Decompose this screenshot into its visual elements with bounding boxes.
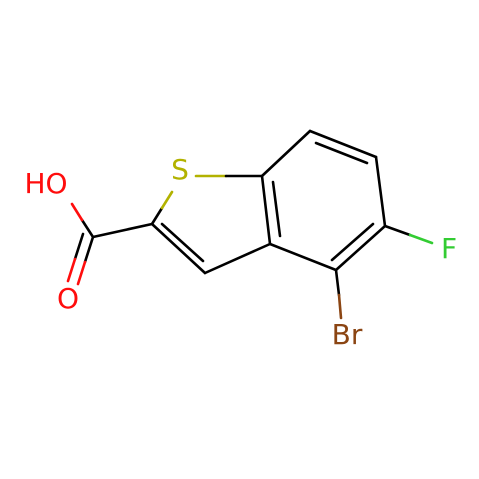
bond-c7-c6 xyxy=(308,129,378,159)
bond-c5-c4-inner xyxy=(330,222,375,262)
bond-c4-br-br-part xyxy=(337,293,343,320)
bond-c3a-c3 xyxy=(203,242,272,275)
atom-label-carbonyl-oxygen: O xyxy=(57,282,79,315)
bond-c7-c6-inner xyxy=(314,141,369,165)
atom-labels: S HO O F Br xyxy=(24,153,457,351)
atom-label-sulfur: S xyxy=(171,153,189,186)
atom-label-hydroxyl: HO xyxy=(24,167,67,200)
bond-c2-s1 xyxy=(150,206,164,226)
bonds xyxy=(66,129,434,320)
atom-label-bromine: Br xyxy=(332,318,363,351)
bond-c5-c4 xyxy=(334,224,387,272)
bond-c-o-double-b-o-part xyxy=(66,257,77,283)
bond-c-oh xyxy=(80,218,95,239)
bond-c-o-double-a xyxy=(83,235,95,264)
bond-c5-f xyxy=(383,224,412,237)
bond-c7a-c7 xyxy=(260,129,312,178)
bond-c2-cooh xyxy=(91,222,154,239)
bond-c-o-double-a-o-part xyxy=(76,260,87,286)
bond-c-o-double-b xyxy=(73,232,85,261)
atom-label-fluorine: F xyxy=(441,232,457,265)
bond-c3-c2 xyxy=(150,222,207,275)
bond-c3a-c7a xyxy=(260,174,272,246)
bond-c5-f-f-part xyxy=(408,233,434,245)
bond-c3-c2-inner xyxy=(160,222,205,263)
bond-c-oh-o-part xyxy=(70,202,84,222)
bond-c4-br xyxy=(334,268,341,297)
bond-c4-c3a xyxy=(268,242,338,272)
bond-c6-c5 xyxy=(374,155,387,228)
bond-c3a-c7a-inner xyxy=(271,180,282,238)
bond-c2-s1-s-part xyxy=(160,190,174,210)
